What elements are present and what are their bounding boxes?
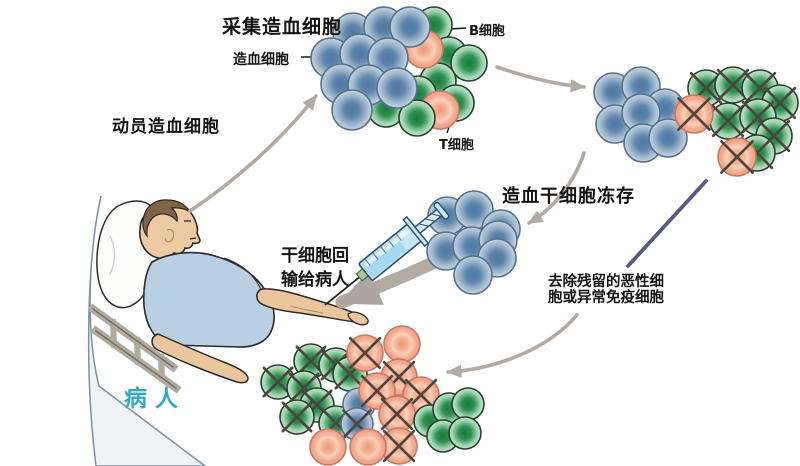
process-arrows (188, 65, 586, 378)
reinfuse-label-line1: 干细胞回 (281, 246, 349, 266)
patient-hair (142, 199, 191, 239)
cells-layer (260, 6, 799, 466)
cross-mark (281, 401, 313, 433)
cross-mark (711, 104, 745, 138)
bed-rail (87, 303, 182, 394)
t-cell-label: T细胞 (439, 138, 474, 153)
green-cell (398, 99, 436, 137)
syringe (324, 201, 450, 306)
cross-mark (288, 372, 320, 404)
cross-mark (741, 100, 775, 134)
patient-hand (347, 311, 369, 326)
arrow-collect-to-separate (495, 65, 586, 93)
b-cell-label: B细胞 (469, 24, 505, 39)
syringe-graduations (364, 233, 402, 267)
orange-cell (383, 325, 421, 363)
hematopoietic-cell-label: 造血细胞 (233, 52, 289, 68)
patient-figure (87, 195, 369, 466)
syringe-highlight (363, 228, 411, 268)
orange-cell (309, 428, 347, 466)
arm-wrinkles (289, 305, 324, 314)
cross-mark (677, 97, 711, 131)
cross-mark (716, 68, 750, 102)
green-cell (451, 387, 485, 421)
reinfuse-label: 干细胞回 输给病人 (281, 244, 349, 292)
cross-mark (743, 71, 777, 105)
blue-cell (453, 255, 493, 295)
reinfuse-label-line2: 输给病人 (281, 270, 349, 290)
cluster-removed_right (674, 66, 799, 177)
cross-mark (360, 374, 394, 408)
remove-cells-label-line1: 去除残留的恶性细 (548, 274, 664, 290)
remove-cells-label-line2: 胞或异常免疫细胞 (548, 290, 664, 306)
syringe-needle (324, 274, 363, 306)
cross-mark (262, 366, 294, 398)
collect-title-label: 采集造血细胞 (222, 16, 343, 38)
patient-forearm (151, 333, 249, 384)
cross-mark (382, 429, 416, 463)
cluster-stem_separated (593, 66, 688, 163)
green-cell (450, 44, 488, 82)
cross-mark (380, 397, 414, 431)
arrow-to-freeze (527, 151, 586, 225)
remove-pointer-line (626, 179, 708, 268)
cross-mark (720, 140, 754, 174)
cross-mark (348, 336, 382, 370)
patient-ear (164, 228, 175, 243)
patient-label: 病人 (124, 386, 186, 412)
blue-cell (648, 118, 688, 158)
pillow-fold (109, 235, 116, 275)
plunger-hatching (418, 213, 442, 227)
orange-cell (349, 428, 387, 466)
cluster-collected (310, 6, 488, 137)
arrow-remove-to-reinfused (446, 313, 579, 378)
cross-mark (342, 409, 372, 439)
syringe-thumb-pad (433, 201, 450, 220)
blue-cell (331, 89, 373, 131)
syringe-fluid (361, 236, 407, 279)
remove-cells-label: 去除残留的恶性细 胞或异常免疫细胞 (548, 274, 664, 306)
blue-cell (389, 6, 431, 48)
mobilize-label: 动员造血细胞 (112, 117, 220, 137)
green-cell (448, 416, 482, 450)
patient-mouth (189, 237, 197, 240)
arrow-mobilize (188, 94, 318, 213)
cluster-reinfused (260, 325, 485, 466)
patient-shirt-torso (142, 251, 275, 348)
cryopreserve-label: 造血干细胞冻存 (502, 186, 635, 207)
blue-cell (376, 67, 418, 109)
